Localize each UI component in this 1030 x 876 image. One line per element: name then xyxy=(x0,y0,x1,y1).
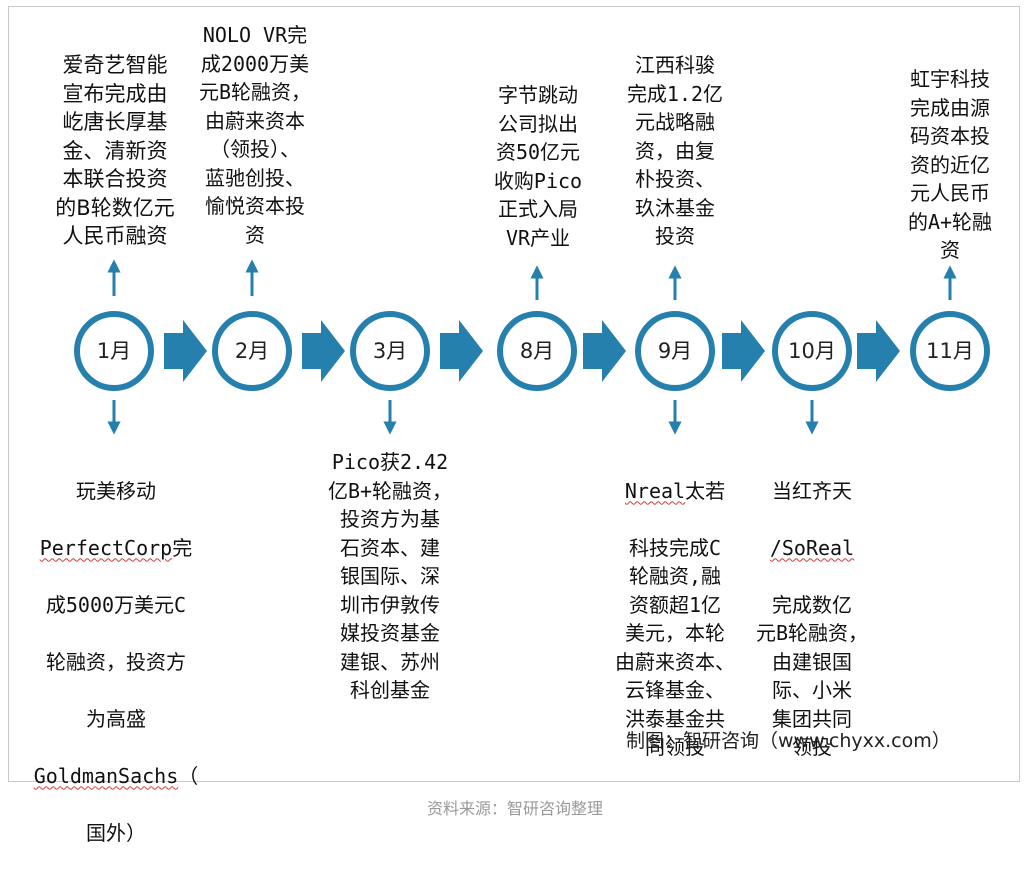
timeline-graphics xyxy=(74,259,990,435)
month-label-jan: 1月 xyxy=(96,339,132,363)
month-label-nov: 11月 xyxy=(926,339,974,363)
event-sep-above: 江西科骏 完成1.2亿 元战略融 资，由复 朴投资、 玖沐基金 投资 xyxy=(626,53,724,248)
timeline-connector-arrow xyxy=(164,320,207,382)
event-jan-line: 国外） xyxy=(86,820,146,845)
event-jan-line: 成5000万美元C xyxy=(45,592,187,617)
event-jan-line: 为高盛 xyxy=(86,706,146,731)
event-nov-above: 虹宇科技 完成由源 码资本投 资的近亿 元人民币 的A+轮融 资 xyxy=(907,67,993,262)
event-oct-line: 当红齐天 xyxy=(772,478,852,503)
company-name: /SoReal xyxy=(769,535,855,560)
event-oct-rest: 完成数亿 元B轮融资， 由建银国 际、小米 集团共同 领投 xyxy=(755,592,869,760)
month-label-mar: 3月 xyxy=(372,339,408,363)
event-aug-above: 字节跳动 公司拟出 资50亿元 收购Pico 正式入局 VR产业 xyxy=(493,83,583,250)
event-jan-line: GoldmanSachs（ xyxy=(18,762,214,791)
timeline-connector-arrow xyxy=(857,320,900,382)
event-jan-line: 玩美移动 xyxy=(76,478,156,503)
event-feb-above: NOLO VR完 成2000万美 元B轮融资， 由蔚来资本 （领投）、 蓝驰创投… xyxy=(198,23,312,247)
event-jan-text: 完 xyxy=(172,535,193,560)
event-jan-line: 轮融资，投资方 xyxy=(46,649,186,674)
month-circle xyxy=(74,311,154,391)
event-sep-rest: 科技完成C 轮融资,融 资额超1亿 美元，本轮 由蔚来资本、 云锋基金、 洪泰基… xyxy=(615,535,735,760)
month-circle xyxy=(772,311,852,391)
event-jan-text: （ xyxy=(178,763,199,788)
event-jan-line: PerfectCorp完 xyxy=(18,534,214,563)
timeline-connector-arrow xyxy=(583,320,626,382)
month-circle xyxy=(350,311,430,391)
diagram-frame xyxy=(8,6,1020,782)
event-sep-text: 太若 xyxy=(685,478,726,503)
event-jan-above: 爱奇艺智能 宣布完成由 屹唐长厚基 金、清新资 本联合投资 的B轮数亿元 人民币… xyxy=(55,53,175,248)
company-name: Nreal xyxy=(624,478,686,503)
event-oct-below: 当红齐天 /SoReal 完成数亿 元B轮融资， 由建银国 际、小米 集团共同 … xyxy=(742,448,882,790)
month-label-aug: 8月 xyxy=(519,339,555,363)
company-name: GoldmanSachs xyxy=(33,763,179,788)
month-label-sep: 9月 xyxy=(657,339,693,363)
event-sep-line: Nreal太若 xyxy=(592,477,758,506)
source-caption: 资料来源：智研咨询整理 xyxy=(426,799,603,818)
event-oct-line: /SoReal xyxy=(742,534,882,563)
company-name: PerfectCorp xyxy=(39,535,173,560)
month-circle xyxy=(212,311,292,391)
month-label-oct: 10月 xyxy=(788,339,836,363)
timeline-connector-arrow xyxy=(440,320,483,382)
event-mar-below: Pico获2.42 亿B+轮融资， 投资方为基 石资本、建 银国际、深 圳市伊敦… xyxy=(327,450,453,702)
event-sep-below: Nreal太若 科技完成C 轮融资,融 资额超1亿 美元，本轮 由蔚来资本、 云… xyxy=(592,448,758,790)
chart-credit: 制图：智研咨询（www.chyxx.com） xyxy=(626,730,951,752)
timeline-connector-arrow xyxy=(302,320,345,382)
timeline-connector-arrow xyxy=(722,320,765,382)
month-circle xyxy=(497,311,577,391)
month-circle xyxy=(635,311,715,391)
month-circle xyxy=(910,311,990,391)
month-label-feb: 2月 xyxy=(234,339,270,363)
event-jan-below: 玩美移动 PerfectCorp完 成5000万美元C 轮融资，投资方 为高盛 … xyxy=(18,448,214,876)
